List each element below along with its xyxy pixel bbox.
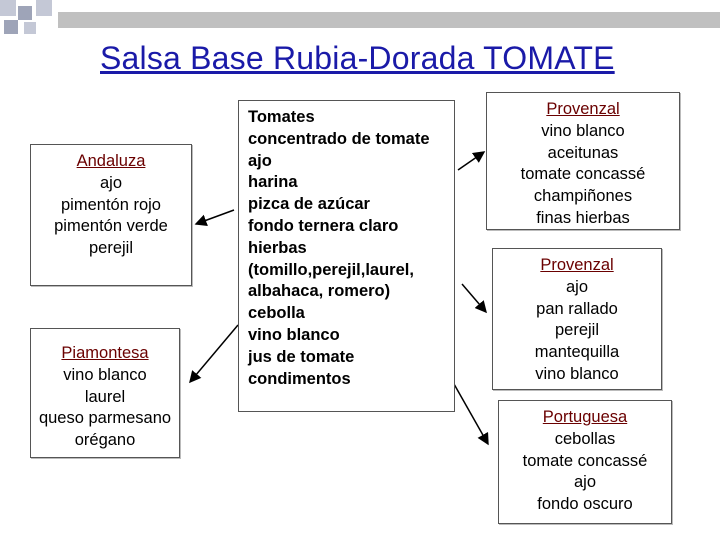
base-ingredients-box: Tomates concentrado de tomate ajo harina… — [238, 100, 455, 412]
arrow-to-piamontesa — [189, 324, 239, 384]
deco-square — [18, 6, 32, 20]
variant-box-provenzal-1: Provenzal vino blanco aceitunas tomate c… — [486, 92, 680, 230]
ingredient: concentrado de tomate — [248, 129, 430, 148]
ingredient: vino blanco — [248, 325, 340, 344]
variant-name: Andaluza — [76, 152, 146, 170]
variant-item: tomate concassé — [522, 451, 648, 470]
ingredient: fondo ternera claro — [248, 216, 399, 235]
deco-square — [4, 20, 18, 34]
variant-item: cebollas — [554, 429, 616, 448]
variant-box-provenzal-2: Provenzal ajo pan rallado perejil manteq… — [492, 248, 662, 390]
ingredient: jus de tomate — [248, 347, 355, 366]
arrow-to-provenzal-2 — [461, 283, 487, 314]
arrow-to-portuguesa — [453, 383, 489, 446]
variant-box-piamontesa: Piamontesa vino blanco laurel queso parm… — [30, 328, 180, 458]
deco-square — [0, 0, 16, 16]
ingredient: (tomillo,perejil,laurel, — [248, 260, 414, 279]
deco-square — [36, 0, 52, 16]
variant-name: Provenzal — [540, 256, 614, 274]
arrow-to-provenzal-1 — [457, 151, 486, 171]
variant-item: ajo — [99, 173, 123, 192]
ingredient: Tomates — [248, 108, 315, 126]
variant-item: pimentón verde — [54, 217, 168, 236]
ingredient: ajo — [248, 151, 272, 170]
variant-item: aceitunas — [547, 143, 619, 162]
variant-item: vino blanco — [63, 365, 147, 384]
page-title: Salsa Base Rubia-Dorada TOMATE — [100, 40, 615, 76]
ingredient: cebolla — [248, 304, 305, 323]
variant-item: fondo oscuro — [537, 495, 633, 514]
ingredient: pizca de azúcar — [248, 195, 370, 214]
variant-item: vino blanco — [541, 121, 625, 140]
variant-item: queso parmesano — [38, 409, 172, 428]
ingredient: albahaca, romero) — [248, 282, 391, 301]
variant-item: perejil — [88, 239, 134, 258]
variant-item: perejil — [554, 321, 600, 340]
arrow-to-andaluza — [194, 209, 235, 227]
variant-box-portuguesa: Portuguesa cebollas tomate concassé ajo … — [498, 400, 672, 524]
variant-item: pimentón rojo — [61, 195, 161, 214]
variant-box-andaluza: Andaluza ajo pimentón rojo pimentón verd… — [30, 144, 192, 286]
variant-item: mantequilla — [534, 343, 620, 362]
variant-item: ajo — [565, 277, 589, 296]
variant-item: finas hierbas — [536, 208, 630, 227]
ingredient: hierbas — [248, 238, 307, 257]
variant-item: pan rallado — [536, 299, 618, 318]
variant-name: Portuguesa — [542, 408, 628, 426]
ingredient: harina — [248, 173, 298, 192]
variant-item: ajo — [573, 473, 597, 492]
variant-item: laurel — [84, 387, 126, 406]
deco-square — [24, 22, 36, 34]
header-bar — [58, 12, 720, 28]
ingredient: condimentos — [248, 369, 351, 388]
variant-name: Provenzal — [546, 100, 620, 118]
variant-item: tomate concassé — [520, 165, 646, 184]
variant-name: Piamontesa — [61, 344, 149, 362]
variant-item: vino blanco — [535, 364, 619, 383]
variant-item: orégano — [74, 431, 136, 450]
variant-item: champiñones — [533, 187, 633, 206]
